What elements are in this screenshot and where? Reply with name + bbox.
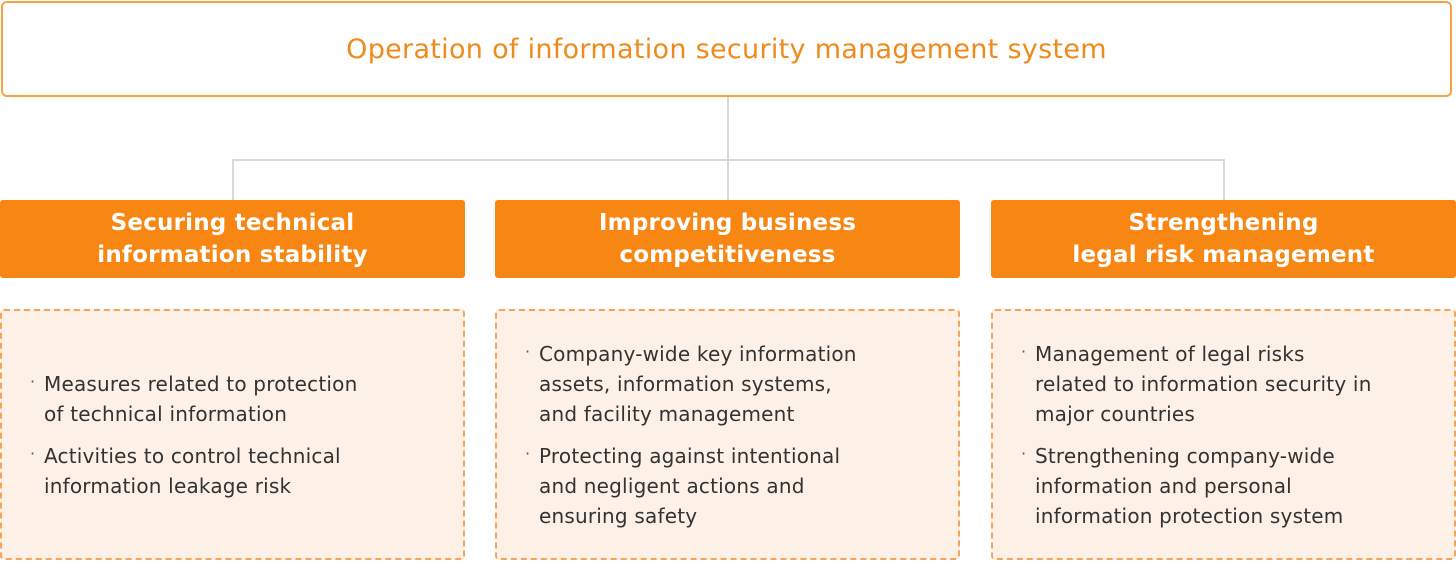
bullet-dot-icon: · <box>1021 443 1027 463</box>
list-item: · Strengthening company-wide information… <box>1021 441 1414 531</box>
bullet-dot-icon: · <box>30 371 36 391</box>
pillar-heading-legal-risk: Strengthening legal risk management <box>1072 210 1375 268</box>
list-item-text: Management of legal risks related to inf… <box>1035 341 1372 426</box>
pillar-heading-box-technical-stability: Securing technical information stability <box>0 200 465 278</box>
list-item: · Management of legal risks related to i… <box>1021 339 1414 429</box>
list-item-text: Activities to control technical informat… <box>44 443 341 498</box>
list-item: · Company-wide key information assets, i… <box>525 339 918 429</box>
pillar-heading-business-competitiveness: Improving business competitiveness <box>598 210 857 268</box>
list-item-text: Protecting against intentional and negli… <box>539 443 841 528</box>
pillar-body-legal-risk: · Management of legal risks related to i… <box>991 309 1456 560</box>
pillar-heading-box-business-competitiveness: Improving business competitiveness <box>495 200 960 278</box>
pillar-body-business-competitiveness: · Company-wide key information assets, i… <box>495 309 960 560</box>
top-objective-box: Operation of information security manage… <box>1 1 1452 97</box>
list-item: · Protecting against intentional and neg… <box>525 441 918 531</box>
top-objective-title: Operation of information security manage… <box>346 33 1107 65</box>
pillar-body-technical-stability: · Measures related to protection of tech… <box>0 309 465 560</box>
bullet-dot-icon: · <box>525 443 531 463</box>
pillar-heading-technical-stability: Securing technical information stability <box>97 210 368 268</box>
bullet-dot-icon: · <box>1021 341 1027 361</box>
list-item: · Measures related to protection of tech… <box>30 369 423 429</box>
bullet-dot-icon: · <box>30 443 36 463</box>
pillar-heading-box-legal-risk: Strengthening legal risk management <box>991 200 1456 278</box>
bullet-dot-icon: · <box>525 341 531 361</box>
list-item-text: Company-wide key information assets, inf… <box>539 341 857 426</box>
list-item: · Activities to control technical inform… <box>30 441 423 501</box>
list-item-text: Measures related to protection of techni… <box>44 371 358 426</box>
list-item-text: Strengthening company-wide information a… <box>1035 443 1344 528</box>
